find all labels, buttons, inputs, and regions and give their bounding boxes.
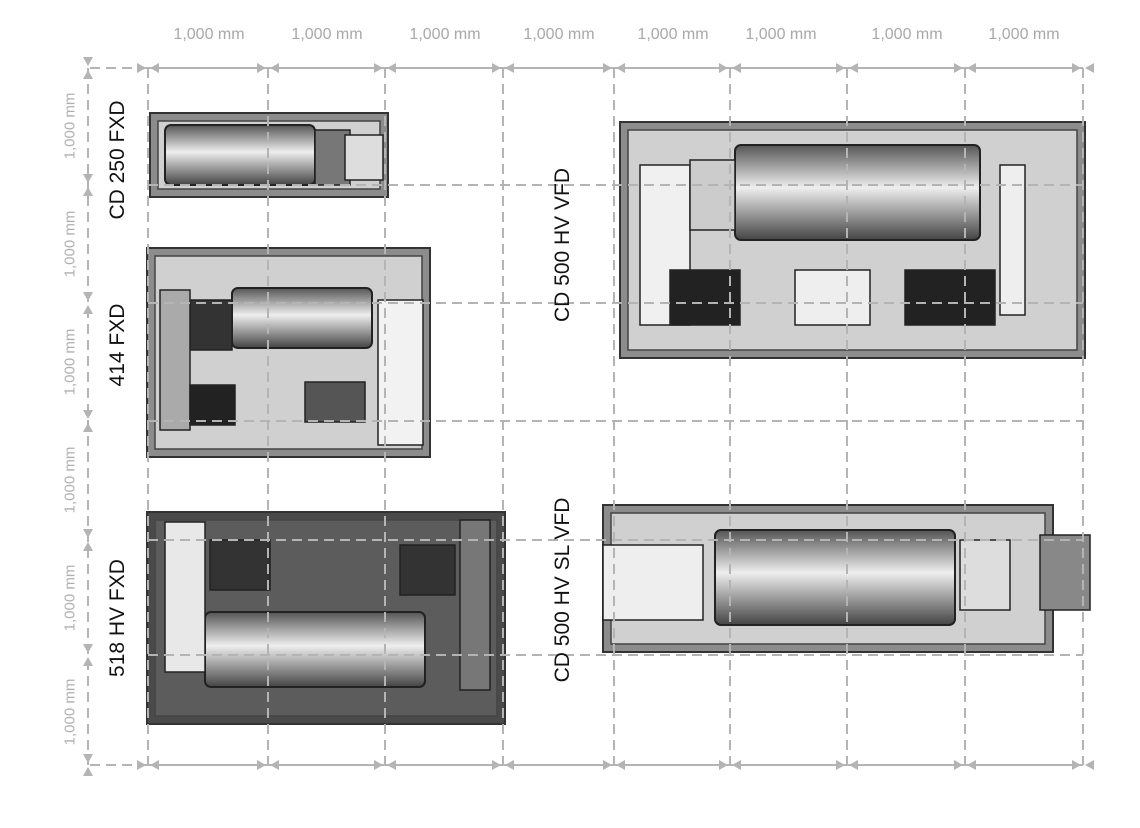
arrow-icon bbox=[83, 423, 93, 432]
arrow-icon bbox=[954, 760, 963, 770]
top-dimension: 1,000 mm bbox=[988, 26, 1060, 43]
arrow-icon bbox=[83, 644, 93, 653]
component bbox=[794, 269, 871, 326]
machine-label: 518 HV FXD bbox=[106, 559, 129, 677]
arrow-icon bbox=[137, 63, 146, 73]
arrow-icon bbox=[83, 57, 93, 66]
left-dimension: 1,000 mm bbox=[61, 446, 79, 514]
bowl-drum bbox=[204, 611, 426, 688]
arrow-icon bbox=[83, 410, 93, 419]
top-dimension: 1,000 mm bbox=[637, 26, 709, 43]
component bbox=[344, 134, 384, 181]
arrow-icon bbox=[719, 63, 728, 73]
arrow-icon bbox=[257, 63, 266, 73]
arrow-icon bbox=[719, 760, 728, 770]
arrow-icon bbox=[603, 63, 612, 73]
arrow-icon bbox=[150, 63, 159, 73]
arrow-icon bbox=[732, 63, 741, 73]
bowl-drum bbox=[231, 287, 373, 349]
arrow-icon bbox=[849, 760, 858, 770]
machine-label: CD 250 FXD bbox=[106, 100, 129, 220]
arrow-icon bbox=[492, 760, 501, 770]
arrow-icon bbox=[616, 760, 625, 770]
top-dimension: 1,000 mm bbox=[409, 26, 481, 43]
arrow-icon bbox=[505, 63, 514, 73]
arrow-icon bbox=[83, 542, 93, 551]
component bbox=[999, 164, 1026, 316]
arrow-icon bbox=[83, 305, 93, 314]
top-dimension: 1,000 mm bbox=[871, 26, 943, 43]
top-dimension: 1,000 mm bbox=[291, 26, 363, 43]
bowl-drum bbox=[164, 124, 316, 186]
arrow-icon bbox=[954, 63, 963, 73]
component bbox=[689, 159, 736, 231]
left-dimension: 1,000 mm bbox=[61, 210, 79, 278]
arrow-icon bbox=[83, 174, 93, 183]
arrow-icon bbox=[387, 760, 396, 770]
arrow-icon bbox=[849, 63, 858, 73]
arrow-icon bbox=[1085, 63, 1094, 73]
arrow-icon bbox=[257, 760, 266, 770]
arrow-icon bbox=[83, 657, 93, 666]
component bbox=[459, 519, 491, 691]
component bbox=[959, 539, 1011, 611]
arrow-icon bbox=[83, 70, 93, 79]
bowl-drum bbox=[714, 529, 956, 626]
arrow-icon bbox=[270, 760, 279, 770]
component bbox=[164, 521, 206, 673]
component bbox=[602, 544, 704, 621]
arrow-icon bbox=[1072, 63, 1081, 73]
component bbox=[399, 544, 456, 596]
arrow-icon bbox=[967, 63, 976, 73]
arrow-icon bbox=[836, 63, 845, 73]
component bbox=[1039, 534, 1091, 611]
component bbox=[189, 384, 236, 426]
component bbox=[304, 381, 366, 423]
component bbox=[209, 539, 271, 591]
top-dimension: 1,000 mm bbox=[173, 26, 245, 43]
arrow-icon bbox=[505, 760, 514, 770]
arrow-icon bbox=[83, 292, 93, 301]
arrow-icon bbox=[150, 760, 159, 770]
arrow-icon bbox=[374, 760, 383, 770]
arrow-icon bbox=[1072, 760, 1081, 770]
left-dimension: 1,000 mm bbox=[61, 564, 79, 632]
component bbox=[159, 289, 191, 431]
arrow-icon bbox=[492, 63, 501, 73]
arrow-icon bbox=[270, 63, 279, 73]
arrow-icon bbox=[83, 767, 93, 776]
left-dimension: 1,000 mm bbox=[61, 328, 79, 396]
component bbox=[904, 269, 996, 326]
arrow-icon bbox=[616, 63, 625, 73]
arrow-icon bbox=[83, 529, 93, 538]
arrow-icon bbox=[836, 760, 845, 770]
arrow-icon bbox=[1085, 760, 1094, 770]
component bbox=[189, 299, 233, 351]
component bbox=[669, 269, 741, 326]
arrow-icon bbox=[732, 760, 741, 770]
bowl-drum bbox=[734, 144, 981, 241]
left-dimension: 1,000 mm bbox=[61, 678, 79, 746]
left-dimension: 1,000 mm bbox=[61, 92, 79, 160]
arrow-icon bbox=[137, 760, 146, 770]
top-dimension: 1,000 mm bbox=[523, 26, 595, 43]
machine-label: CD 500 HV SL VFD bbox=[551, 497, 574, 683]
arrow-icon bbox=[603, 760, 612, 770]
arrow-icon bbox=[83, 754, 93, 763]
arrow-icon bbox=[387, 63, 396, 73]
top-dimension: 1,000 mm bbox=[745, 26, 817, 43]
arrow-icon bbox=[374, 63, 383, 73]
arrow-icon bbox=[83, 187, 93, 196]
arrow-icon bbox=[967, 760, 976, 770]
machine-label: 414 FXD bbox=[106, 303, 129, 387]
machine-label: CD 500 HV VFD bbox=[551, 167, 574, 323]
